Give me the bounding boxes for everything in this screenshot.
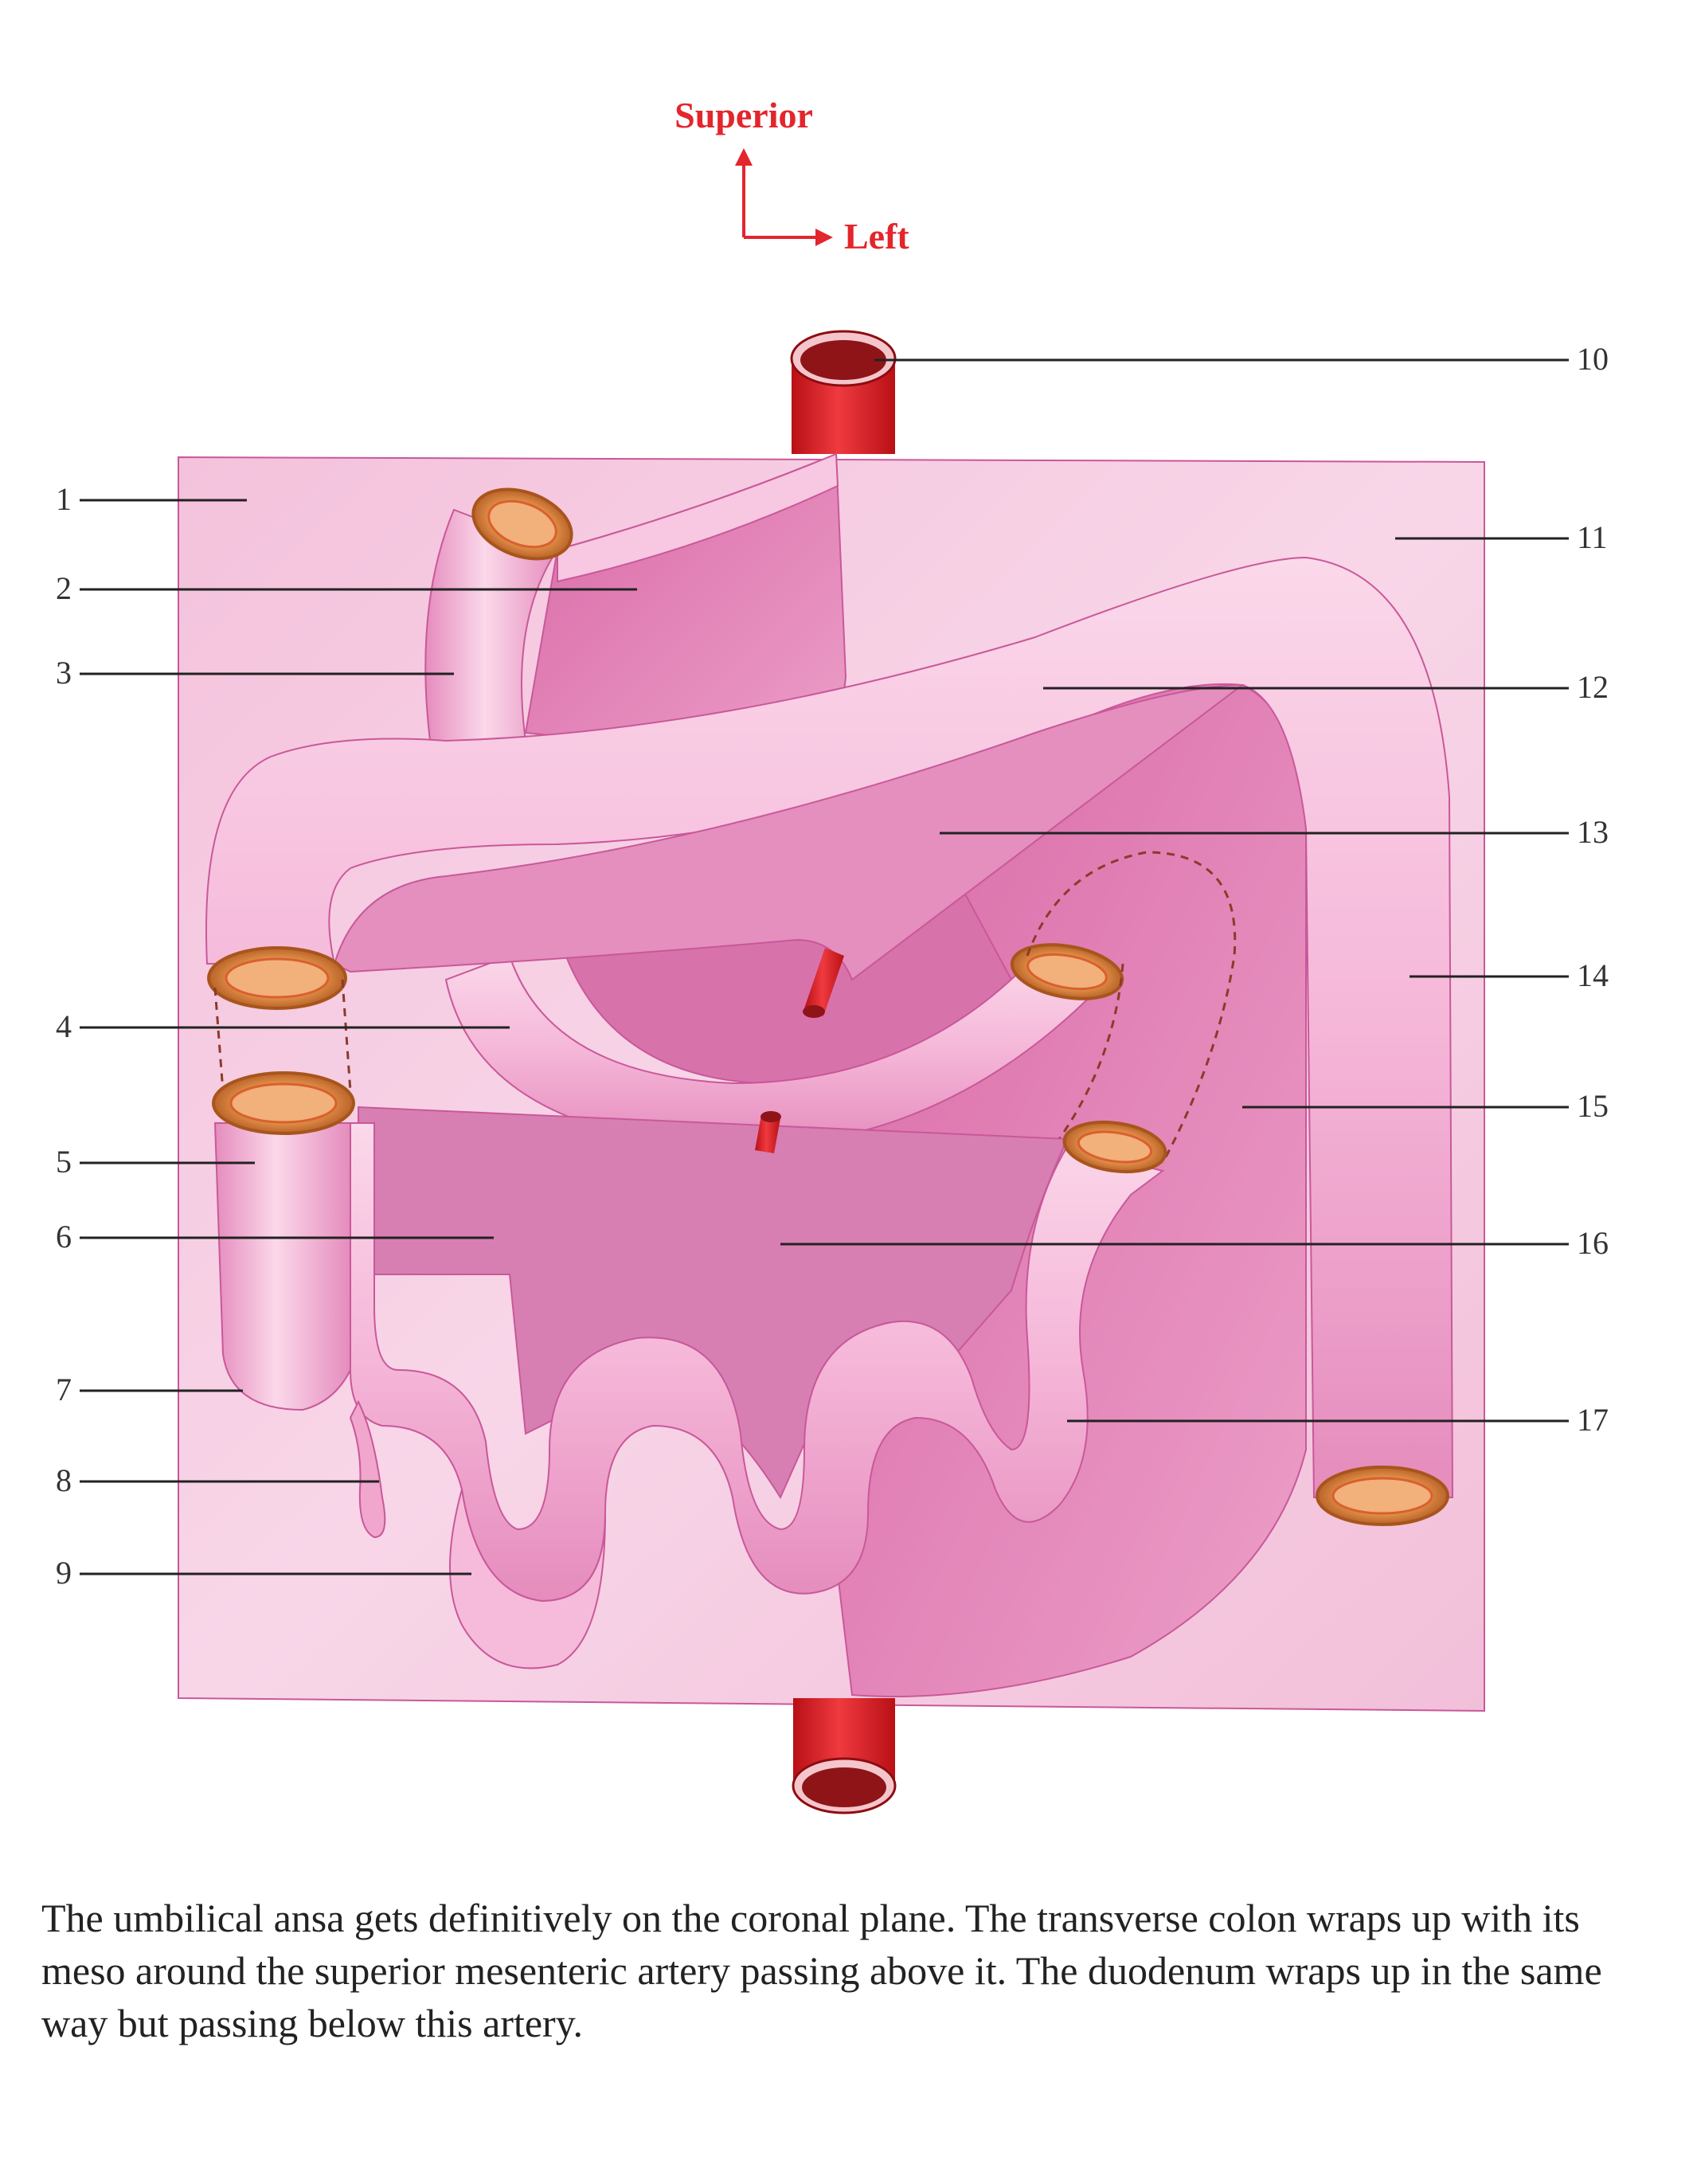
appendix bbox=[349, 1399, 386, 1539]
left-label: Left bbox=[844, 216, 909, 256]
label-7: 7 bbox=[56, 1372, 72, 1407]
label-14: 14 bbox=[1577, 957, 1609, 993]
superior-mesenteric-artery-lower bbox=[755, 1111, 781, 1153]
figure-caption: The umbilical ansa gets definitively on … bbox=[41, 1896, 1602, 2045]
small-intestine-coils bbox=[223, 1122, 1165, 1603]
label-6: 6 bbox=[56, 1219, 72, 1254]
superior-label: Superior bbox=[674, 95, 813, 135]
label-12: 12 bbox=[1577, 669, 1609, 705]
label-16: 16 bbox=[1577, 1225, 1609, 1261]
label-11: 11 bbox=[1577, 519, 1608, 555]
label-2: 2 bbox=[56, 570, 72, 606]
label-13: 13 bbox=[1577, 814, 1609, 850]
orientation-indicator: Superior Left bbox=[674, 95, 909, 256]
label-3: 3 bbox=[56, 655, 72, 691]
transverse-colon bbox=[205, 556, 1454, 1498]
leader-lines bbox=[80, 358, 1569, 1575]
lumen-cut-left bbox=[207, 946, 347, 1010]
foregut-upper-segment bbox=[557, 452, 839, 583]
lumen-cut-jejunum-right bbox=[1062, 1120, 1167, 1174]
label-10: 10 bbox=[1577, 341, 1609, 377]
label-9: 9 bbox=[56, 1555, 72, 1591]
label-8: 8 bbox=[56, 1462, 72, 1498]
lumen-cut-upper bbox=[471, 487, 573, 561]
lumen-cut-descending-colon bbox=[1316, 1466, 1449, 1526]
aorta-lower bbox=[792, 1698, 897, 1814]
label-15: 15 bbox=[1577, 1088, 1609, 1124]
label-17: 17 bbox=[1577, 1402, 1609, 1438]
label-4: 4 bbox=[56, 1008, 72, 1044]
superior-mesenteric-artery-upper bbox=[803, 948, 844, 1018]
label-5: 5 bbox=[56, 1144, 72, 1180]
label-1: 1 bbox=[56, 481, 72, 517]
dashed-connector-right bbox=[1026, 851, 1237, 1164]
aorta-upper bbox=[790, 330, 897, 454]
label-numbers: 1 2 3 4 5 6 7 8 9 10 11 12 13 14 15 16 1… bbox=[56, 341, 1609, 1591]
transverse-mesocolon bbox=[333, 683, 1245, 981]
ascending-segment bbox=[213, 1122, 351, 1411]
lower-coil bbox=[449, 1489, 606, 1669]
lumen-cut-ileum-left bbox=[212, 1071, 355, 1135]
dashed-connector-left bbox=[213, 979, 352, 1092]
